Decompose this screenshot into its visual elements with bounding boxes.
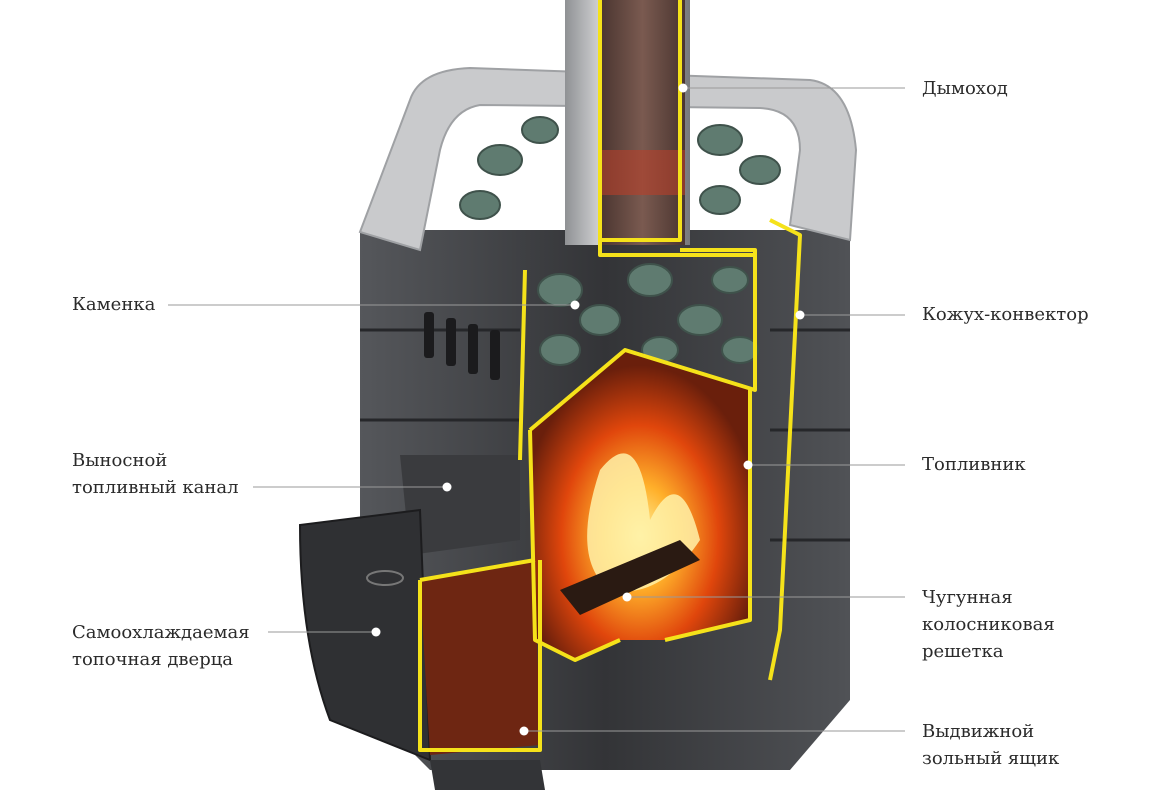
label-cast-iron-grate: Чугунная колосниковая решетка [922,587,1055,662]
label-chimney: Дымоход [922,78,1008,99]
firebox-cutaway [530,350,750,660]
callout-dots [371,83,805,736]
label-convector-casing: Кожух-конвектор [922,304,1089,325]
leader-lines [168,87,905,732]
label-ash-drawer: Выдвижной зольный ящик [922,721,1060,769]
chimney-pipe [565,0,690,245]
label-firebox: Топливник [922,454,1026,475]
label-self-cooling-door: Самоохлаждаемая топочная дверца [72,622,250,670]
fuel-channel-and-door [298,455,545,790]
vent-slots [424,312,500,380]
section-outline [418,0,802,752]
label-remote-fuel-channel: Выносной топливный канал [72,450,239,498]
label-stone-basket: Каменка [72,294,156,315]
